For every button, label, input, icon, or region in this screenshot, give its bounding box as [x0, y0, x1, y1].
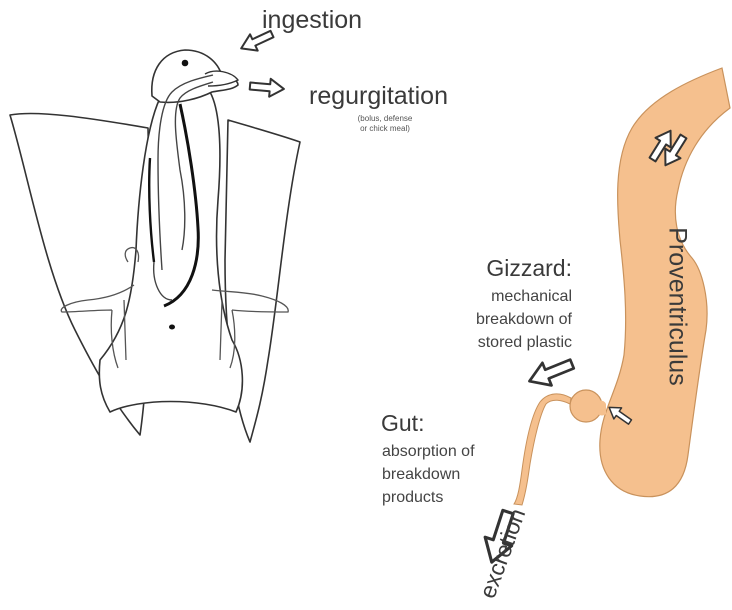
regurgitation-arrow	[249, 77, 284, 98]
bird-eye	[182, 60, 189, 67]
label-gizzard-desc: mechanical breakdown of stored plastic	[462, 285, 572, 354]
gut-shape	[514, 394, 571, 505]
gizzard-line1: mechanical	[462, 285, 572, 308]
gut-line1: absorption of	[382, 440, 475, 463]
label-ingestion: ingestion	[262, 6, 362, 35]
label-gizzard-title: Gizzard:	[460, 255, 572, 282]
label-gut-desc: absorption of breakdown products	[382, 440, 475, 509]
regurgitation-note-line1: (bolus, defense	[340, 114, 430, 124]
gizzard-line3: stored plastic	[462, 331, 572, 354]
gut-line3: products	[382, 486, 475, 509]
gizzard-line2: breakdown of	[462, 308, 572, 331]
label-gut-title: Gut:	[381, 410, 424, 437]
label-regurgitation: regurgitation	[309, 82, 448, 111]
bird-outline	[10, 50, 300, 442]
label-regurgitation-note: (bolus, defense or chick meal)	[340, 114, 430, 134]
regurgitation-note-line2: or chick meal)	[340, 124, 430, 134]
gizzard-arrow	[525, 353, 577, 393]
label-proventriculus: Proventriculus	[663, 227, 692, 385]
bird-vent	[169, 325, 175, 330]
gut-line2: breakdown	[382, 463, 475, 486]
